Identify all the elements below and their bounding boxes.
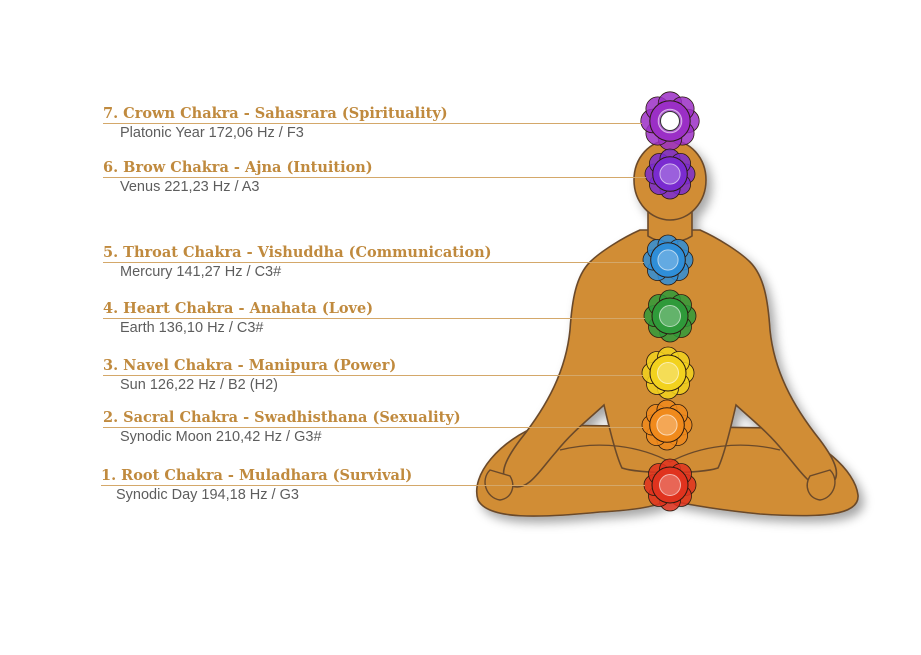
- chakra-label-3: 3. Navel Chakra - Manipura (Power) Sun 12…: [0, 357, 643, 397]
- chakra-frequency: Synodic Day 194,18 Hz / G3: [116, 487, 299, 503]
- chakra-frequency: Sun 126,22 Hz / B2 (H2): [120, 377, 278, 393]
- chakra-leader-line: [103, 318, 645, 319]
- root-chakra-icon: [643, 458, 697, 512]
- heart-chakra-icon: [643, 289, 697, 343]
- chakra-label-1: 1. Root Chakra - Muladhara (Survival) Syn…: [0, 467, 645, 507]
- sacral-chakra-icon: [641, 399, 693, 451]
- chakra-leader-line: [103, 375, 643, 376]
- chakra-label-5: 5. Throat Chakra - Vishuddha (Communicat…: [0, 244, 644, 284]
- right-hand: [806, 469, 836, 501]
- chakra-label-2: 2. Sacral Chakra - Swadhisthana (Sexuali…: [0, 409, 643, 449]
- chakra-label-7: 7. Crown Chakra - Sahasrara (Spiritualit…: [0, 105, 642, 145]
- chakra-leader-line: [101, 485, 645, 486]
- chakra-icons: [640, 91, 700, 512]
- chakra-leader-line: [103, 123, 642, 124]
- chakra-label-4: 4. Heart Chakra - Anahata (Love) Earth 13…: [0, 300, 645, 340]
- chakra-title: 3. Navel Chakra - Manipura (Power): [103, 357, 397, 374]
- chakra-title: 5. Throat Chakra - Vishuddha (Communicat…: [103, 244, 492, 261]
- chakra-title: 4. Heart Chakra - Anahata (Love): [103, 300, 374, 317]
- chakra-leader-line: [103, 427, 643, 428]
- chakra-title: 1. Root Chakra - Muladhara (Survival): [101, 467, 413, 484]
- chakra-frequency: Earth 136,10 Hz / C3#: [120, 320, 264, 336]
- chakra-frequency: Mercury 141,27 Hz / C3#: [120, 264, 282, 280]
- chakra-frequency: Platonic Year 172,06 Hz / F3: [120, 125, 304, 141]
- chakra-label-6: 6. Brow Chakra - Ajna (Intuition) Venus 2…: [0, 159, 646, 199]
- chakra-title: 7. Crown Chakra - Sahasrara (Spiritualit…: [103, 105, 448, 122]
- chakra-title: 2. Sacral Chakra - Swadhisthana (Sexuali…: [103, 409, 461, 426]
- chakra-title: 6. Brow Chakra - Ajna (Intuition): [103, 159, 373, 176]
- brow-chakra-icon: [644, 148, 696, 200]
- throat-chakra-icon: [642, 234, 694, 286]
- chakra-leader-line: [103, 262, 644, 263]
- chakra-frequency: Synodic Moon 210,42 Hz / G3#: [120, 429, 322, 445]
- chakra-leader-line: [103, 177, 646, 178]
- navel-chakra-icon: [641, 346, 695, 400]
- meditating-body: [475, 139, 859, 517]
- chakra-frequency: Venus 221,23 Hz / A3: [120, 179, 260, 195]
- crown-chakra-icon: [640, 91, 700, 151]
